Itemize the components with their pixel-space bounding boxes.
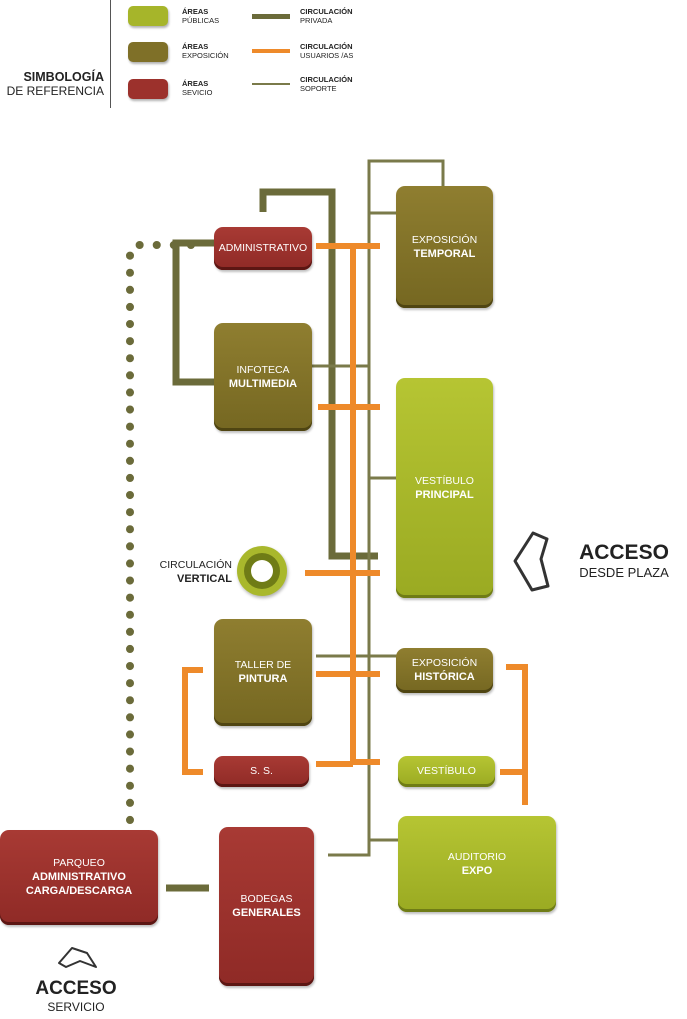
node-ss-label: S. S. — [250, 765, 273, 777]
legend-line-soporte — [252, 83, 290, 85]
node-taller-line2: PINTURA — [238, 673, 288, 685]
acceso-plaza-title: ACCESO — [579, 541, 669, 564]
usuarios-bracket-right — [506, 664, 528, 805]
node-parqueo-line2: ADMINISTRATIVO — [32, 871, 126, 883]
node-parqueo-line3: CARGA/DESCARGA — [25, 885, 133, 897]
node-temporal-line1: EXPOSICIÓN — [411, 233, 478, 246]
acceso-plaza-icon — [513, 531, 550, 592]
privada-admin-to-infoteca — [172, 239, 214, 386]
soporte-lines — [310, 159, 445, 857]
circulacion-vertical-icon — [237, 546, 287, 596]
privada-admin-to-core — [259, 188, 378, 560]
node-administrativo-label: ADMINISTRATIVO — [218, 242, 308, 254]
node-ss: S. S. — [214, 756, 309, 787]
node-vestibulo-principal: VESTÍBULO PRINCIPAL — [396, 378, 493, 598]
node-auditorio-line2: EXPO — [461, 864, 493, 877]
node-parqueo: PARQUEO ADMINISTRATIVO CARGA/DESCARGA — [0, 830, 158, 925]
node-auditorio-expo: AUDITORIO EXPO — [398, 816, 556, 912]
legend-swatch-exposicion — [128, 42, 168, 62]
legend-swatch-servicio — [128, 79, 168, 99]
node-infoteca-multimedia: INFOTECA MULTIMEDIA — [214, 323, 312, 431]
legend-line-privada — [252, 14, 290, 19]
privada-dashed-service — [126, 241, 210, 824]
node-temporal-line2: TEMPORAL — [413, 247, 476, 260]
node-infoteca-line1: INFOTECA — [236, 363, 290, 376]
legend-line-usuarios — [252, 49, 290, 53]
legend-divider — [110, 0, 111, 108]
usuarios-lines — [182, 243, 528, 805]
soporte-main — [328, 159, 445, 857]
node-historica-line1: EXPOSICIÓN — [411, 657, 478, 669]
node-bodegas-line2: GENERALES — [232, 907, 301, 919]
usuarios-bracket-left — [182, 667, 203, 775]
acceso-servicio-icon — [58, 947, 97, 968]
acceso-servicio-sub: SERVICIO — [47, 1000, 105, 1014]
circ-vertical-line2: VERTICAL — [177, 573, 232, 585]
acceso-plaza-label: ACCESO DESDE PLAZA — [568, 541, 680, 581]
node-vestibulo-label: VESTÍBULO — [417, 765, 476, 777]
circ-vertical-line1: CIRCULACIÓN — [159, 559, 232, 571]
node-historica-line2: HISTÓRICA — [414, 671, 475, 683]
acceso-plaza-sub: DESDE PLAZA — [579, 565, 669, 580]
node-administrativo: ADMINISTRATIVO — [214, 227, 312, 270]
node-infoteca-line2: MULTIMEDIA — [228, 377, 298, 390]
node-exposicion-temporal: EXPOSICIÓN TEMPORAL — [396, 186, 493, 308]
legend-swatch-publicas — [128, 6, 168, 26]
circulacion-vertical-label: CIRCULACIÓN VERTICAL — [140, 559, 232, 586]
node-taller-pintura: TALLER DE PINTURA — [214, 619, 312, 726]
node-auditorio-line1: AUDITORIO — [447, 850, 507, 863]
node-vestibulo-principal-line2: PRINCIPAL — [415, 488, 474, 501]
node-vestibulo-principal-line1: VESTÍBULO — [415, 474, 474, 487]
legend-title-main: SIMBOLOGÍA — [23, 70, 104, 84]
acceso-servicio-title: ACCESO — [35, 978, 117, 999]
node-parqueo-line1: PARQUEO — [53, 857, 105, 869]
acceso-servicio-label: ACCESO SERVICIO — [24, 978, 128, 1015]
node-vestibulo: VESTÍBULO — [398, 756, 495, 787]
privada-lines — [166, 188, 378, 892]
node-taller-line1: TALLER DE — [234, 659, 292, 671]
node-exposicion-historica: EXPOSICIÓN HISTÓRICA — [396, 648, 493, 693]
legend-title-sub: DE REFERENCIA — [6, 84, 104, 98]
node-bodegas-line1: BODEGAS — [240, 893, 293, 905]
legend-title: SIMBOLOGÍA DE REFERENCIA — [0, 70, 104, 98]
node-bodegas-generales: BODEGAS GENERALES — [219, 827, 314, 986]
